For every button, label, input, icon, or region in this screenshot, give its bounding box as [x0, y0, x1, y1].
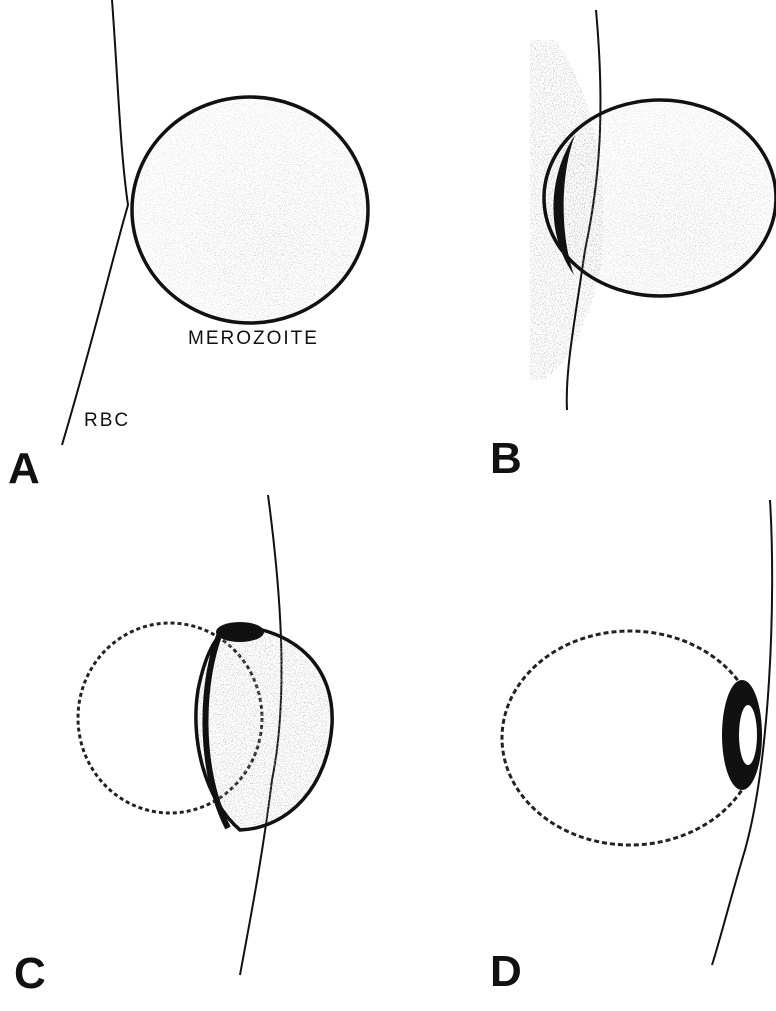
panel-d-drawing — [455, 500, 776, 965]
merozoite-label: MEROZOITE — [188, 329, 319, 348]
panel-b-drawing — [530, 10, 776, 410]
panel-c-drawing — [30, 495, 332, 975]
panel-a-rbc-speckle — [10, 60, 120, 420]
rbc-label: RBC — [84, 411, 130, 430]
panel-c-junction-top — [216, 622, 264, 642]
panel-d-merozoite-core — [739, 705, 757, 765]
panel-a-drawing — [10, 0, 368, 445]
panel-label-d: D — [490, 950, 522, 994]
panel-label-a: A — [8, 447, 40, 491]
panel-label-c: C — [14, 952, 46, 996]
panel-d-vacuole-interior — [510, 642, 734, 832]
panel-label-b: B — [490, 437, 522, 481]
